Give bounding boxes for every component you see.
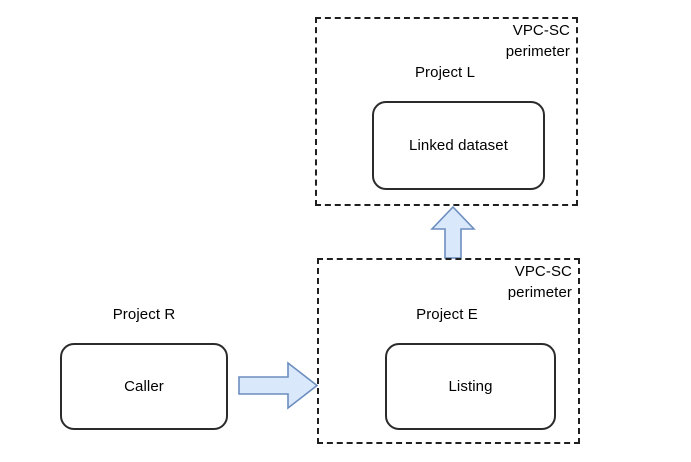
vpc-sc-perimeter-bottom (317, 258, 580, 444)
vpc-sc-perimeter-top (315, 17, 578, 206)
node-caller[interactable]: Caller (60, 343, 228, 430)
perimeter-top-label: VPC-SC perimeter (505, 22, 570, 60)
project-l-label: Project L (414, 64, 476, 81)
arrow-caller-to-listing (238, 361, 319, 410)
perimeter-bottom-label: VPC-SC perimeter (507, 263, 572, 301)
node-linked-dataset[interactable]: Linked dataset (372, 101, 545, 190)
arrow-up-shape (430, 205, 476, 259)
node-linked-dataset-label: Linked dataset (409, 136, 508, 154)
node-caller-label: Caller (124, 377, 164, 395)
node-listing[interactable]: Listing (385, 343, 556, 430)
project-r-label: Project R (112, 306, 176, 323)
arrow-listing-to-linked-dataset (430, 205, 476, 259)
project-e-label: Project E (416, 306, 478, 323)
node-listing-label: Listing (448, 377, 493, 395)
arrow-right-shape (238, 361, 319, 410)
